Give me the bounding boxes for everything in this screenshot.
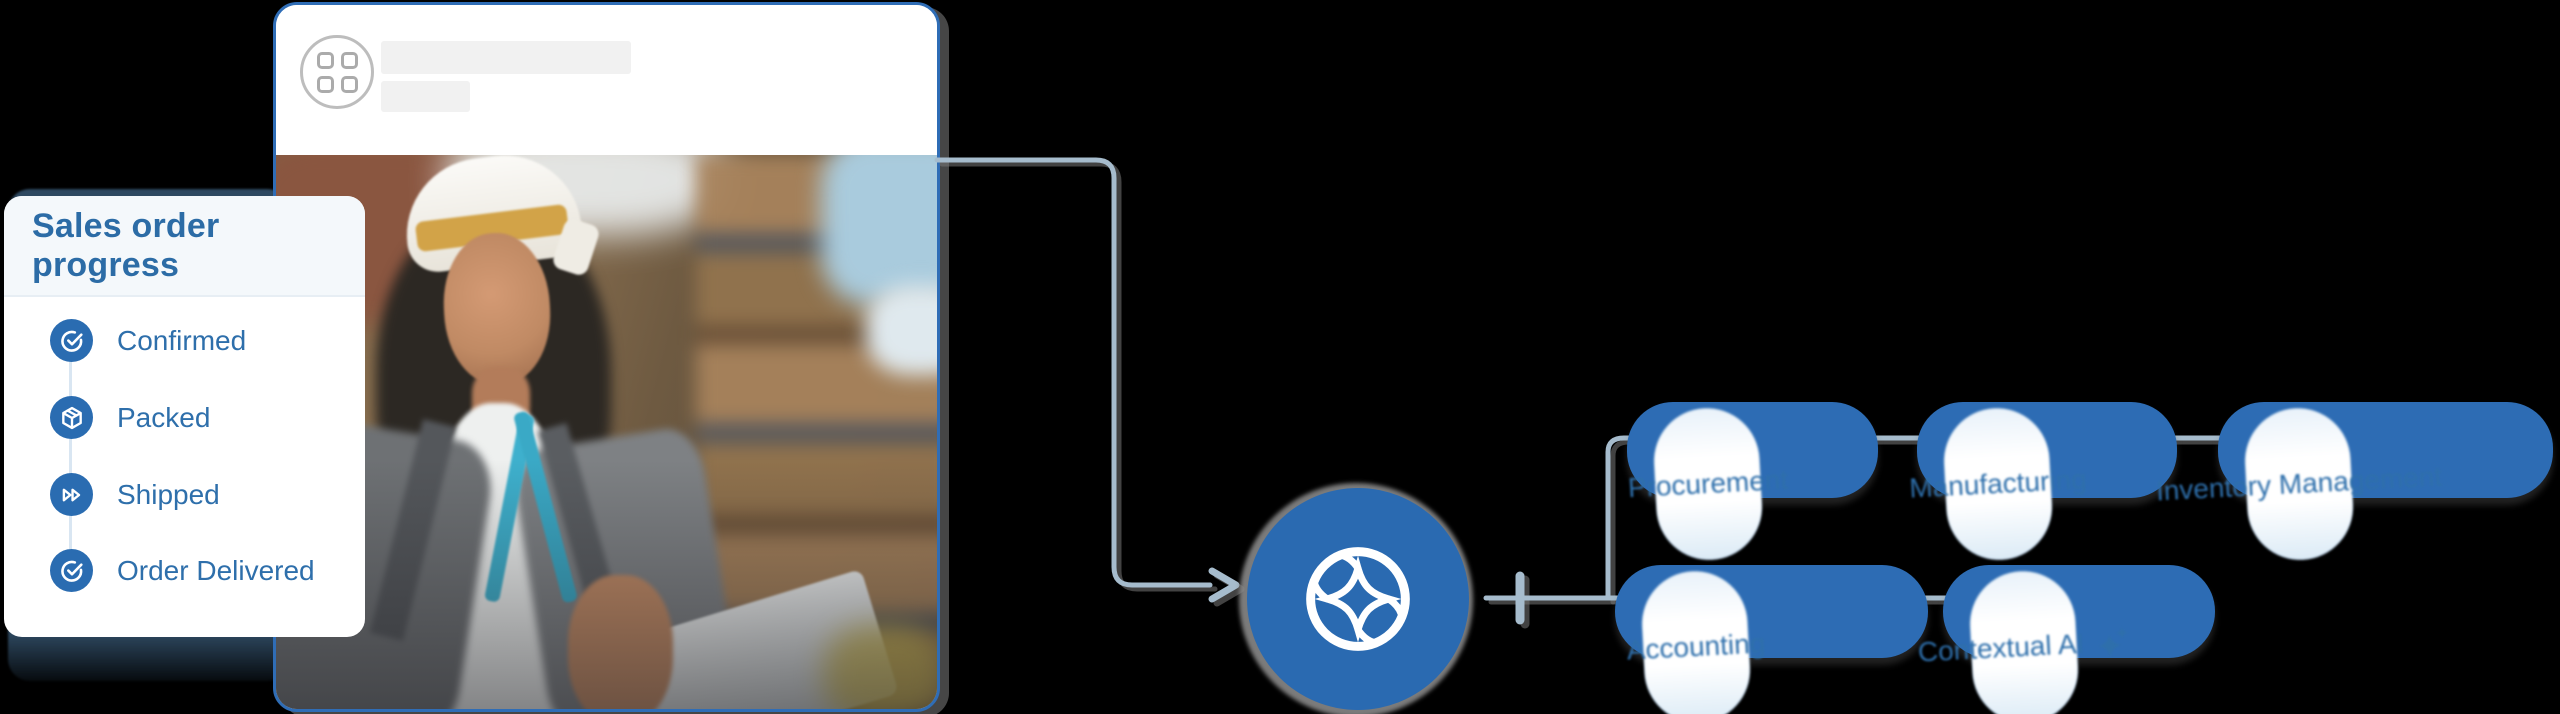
app-window-header xyxy=(276,5,937,155)
step-label: Order Delivered xyxy=(117,554,315,586)
app-grid-icon xyxy=(300,35,374,109)
sales-card-title: Sales order progress xyxy=(32,206,220,284)
step-packed: Packed xyxy=(4,396,365,439)
sales-order-progress-card: Sales order progress Confirmed xyxy=(4,196,365,637)
step-shipped: Shipped xyxy=(4,473,365,516)
erp-hub-node xyxy=(1247,488,1469,710)
arrow-icon xyxy=(1208,567,1240,603)
pill-label: Accounting xyxy=(1625,627,1766,666)
order-steps-list: Confirmed Packed Shipped xyxy=(4,299,365,637)
check-circle-icon xyxy=(50,549,93,592)
step-confirmed: Confirmed xyxy=(4,319,365,362)
warehouse-worker-photo xyxy=(276,155,937,709)
pill-inventory-management[interactable]: Inventory Management xyxy=(2155,402,2553,563)
pill-procurement[interactable]: Procurement xyxy=(1627,402,1878,563)
pill-contextual-ai[interactable]: Contextual AI xyxy=(1917,565,2215,714)
check-circle-icon xyxy=(50,319,93,362)
pill-label: Inventory Management xyxy=(2155,460,2443,507)
fast-forward-icon xyxy=(50,473,93,516)
placeholder-bar xyxy=(381,41,631,74)
step-label: Shipped xyxy=(117,478,220,510)
app-window-card xyxy=(273,2,940,712)
pill-manufacturing[interactable]: Manufacturing xyxy=(1909,402,2177,563)
pill-label: Contextual AI xyxy=(1917,627,2085,668)
placeholder-bar xyxy=(381,81,470,112)
package-icon xyxy=(50,396,93,439)
ai-sparkle-icon xyxy=(2093,624,2131,660)
steps-connector-line xyxy=(69,361,72,549)
connector-card-to-hub xyxy=(934,157,1213,588)
step-order-delivered: Order Delivered xyxy=(4,549,365,592)
erp-sphere-icon xyxy=(1306,547,1410,651)
step-label: Confirmed xyxy=(117,324,247,356)
sales-card-header: Sales order progress xyxy=(4,196,365,297)
step-label: Packed xyxy=(117,401,211,433)
pill-accounting[interactable]: Accounting xyxy=(1615,565,1928,714)
